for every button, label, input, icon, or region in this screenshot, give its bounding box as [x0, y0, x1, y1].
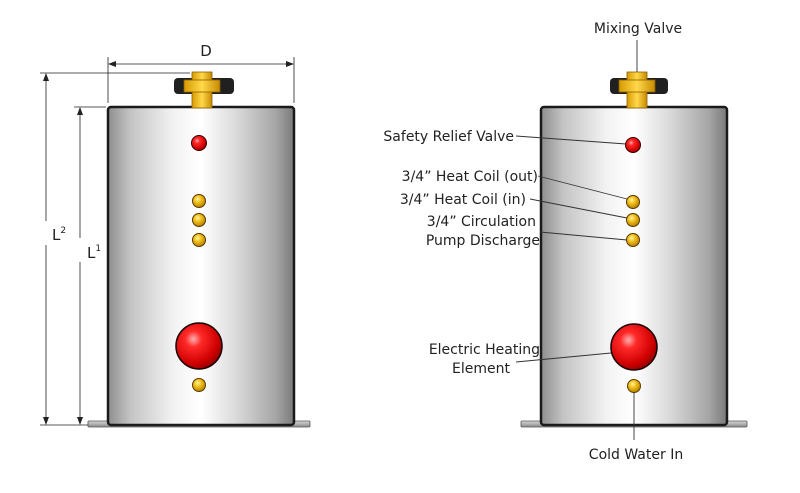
- right-electric-heating-element: [610, 323, 658, 371]
- dimension-l1-label: L: [87, 244, 96, 262]
- right-safety-relief-valve: [625, 137, 641, 153]
- label-cold-water-in: Cold Water In: [589, 447, 683, 463]
- left-mixing-valve: [174, 71, 234, 109]
- label-electric-line2: Element: [452, 361, 510, 377]
- svg-text:L1: L1: [87, 244, 101, 262]
- label-circulation-line2: Pump Discharge: [426, 233, 540, 249]
- right-heater: Mixing Valve Safety Relief Valve 3/4” He…: [383, 21, 748, 463]
- left-heater: D L2 L1: [38, 42, 311, 428]
- label-heat-coil-in: 3/4” Heat Coil (in): [400, 192, 526, 208]
- label-mixing-valve: Mixing Valve: [594, 21, 682, 37]
- right-heat-coil-out-port: [626, 195, 640, 209]
- right-cold-water-in-port: [627, 379, 641, 393]
- right-circulation-port: [626, 233, 640, 247]
- right-mixing-valve: [610, 71, 668, 109]
- dimension-l1-sup: 1: [95, 244, 101, 254]
- left-electric-heating-element: [175, 322, 223, 370]
- dimension-d: D: [107, 42, 295, 103]
- dimension-l2: L2: [38, 72, 190, 426]
- svg-text:L2: L2: [52, 226, 66, 244]
- left-circulation-port: [192, 233, 206, 247]
- left-cold-water-in-port: [192, 378, 206, 392]
- left-heat-coil-in-port: [192, 213, 206, 227]
- right-tank-body: [539, 105, 729, 427]
- leader-lines: [515, 40, 638, 440]
- dimension-d-label: D: [200, 42, 212, 60]
- label-electric-line1: Electric Heating: [429, 342, 540, 358]
- left-tank-body: [106, 105, 296, 427]
- label-heat-coil-out: 3/4” Heat Coil (out): [402, 169, 538, 185]
- dimension-l2-label: L: [52, 226, 61, 244]
- label-circulation-line1: 3/4” Circulation: [427, 214, 536, 230]
- left-safety-relief-valve: [191, 135, 207, 151]
- right-heat-coil-in-port: [626, 213, 640, 227]
- dimension-l2-sup: 2: [60, 226, 66, 236]
- left-heat-coil-out-port: [192, 194, 206, 208]
- dimension-l1: L1: [74, 106, 106, 425]
- label-safety-relief-valve: Safety Relief Valve: [383, 129, 514, 145]
